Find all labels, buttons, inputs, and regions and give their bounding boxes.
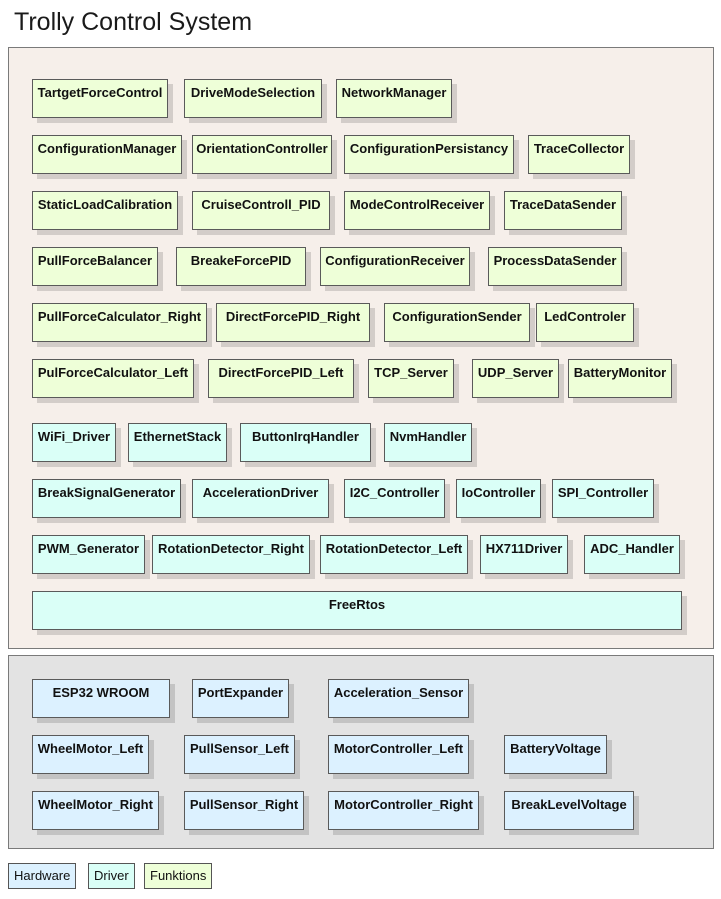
- component-configurationsender: ConfigurationSender: [384, 303, 530, 342]
- driver-rotationdetector-left: RotationDetector_Left: [320, 535, 468, 574]
- component-tcp-server: TCP_Server: [368, 359, 454, 398]
- component-tracecollector: TraceCollector: [528, 135, 630, 174]
- driver-nvmhandler: NvmHandler: [384, 423, 472, 462]
- component-networkmanager: NetworkManager: [336, 79, 452, 118]
- component-staticloadcalibration: StaticLoadCalibration: [32, 191, 178, 230]
- driver-freertos: FreeRtos: [32, 591, 682, 630]
- driver-ethernetstack: EthernetStack: [128, 423, 227, 462]
- component-udp-server: UDP_Server: [472, 359, 559, 398]
- hardware-batteryvoltage: BatteryVoltage: [504, 735, 607, 774]
- diagram-title: Trolly Control System: [14, 8, 253, 36]
- driver-spi-controller: SPI_Controller: [552, 479, 654, 518]
- driver-rotationdetector-right: RotationDetector_Right: [152, 535, 310, 574]
- hardware-pullsensor-right: PullSensor_Right: [184, 791, 304, 830]
- driver-wifi-driver: WiFi_Driver: [32, 423, 116, 462]
- component-configurationreceiver: ConfigurationReceiver: [320, 247, 470, 286]
- driver-accelerationdriver: AccelerationDriver: [192, 479, 329, 518]
- legend-funktions: Funktions: [144, 863, 212, 889]
- driver-pwm-generator: PWM_Generator: [32, 535, 145, 574]
- component-directforcepid-left: DirectForcePID_Left: [208, 359, 354, 398]
- component-configurationpersistancy: ConfigurationPersistancy: [344, 135, 514, 174]
- component-modecontrolreceiver: ModeControlReceiver: [344, 191, 490, 230]
- hardware-wheelmotor-left: WheelMotor_Left: [32, 735, 149, 774]
- component-pullforcebalancer: PullForceBalancer: [32, 247, 158, 286]
- hardware-motorcontroller-left: MotorController_Left: [328, 735, 469, 774]
- component-cruisecontroll-pid: CruiseControll_PID: [192, 191, 330, 230]
- component-tracedatasender: TraceDataSender: [504, 191, 622, 230]
- hardware-wheelmotor-right: WheelMotor_Right: [32, 791, 159, 830]
- hardware-acceleration-sensor: Acceleration_Sensor: [328, 679, 469, 718]
- legend-driver: Driver: [88, 863, 135, 889]
- component-ledcontroler: LedControler: [536, 303, 634, 342]
- component-pullforcecalculator-right: PullForceCalculator_Right: [32, 303, 207, 342]
- component-batterymonitor: BatteryMonitor: [568, 359, 672, 398]
- component-configurationmanager: ConfigurationManager: [32, 135, 182, 174]
- hardware-pullsensor-left: PullSensor_Left: [184, 735, 295, 774]
- hardware-portexpander: PortExpander: [192, 679, 289, 718]
- component-drivemodeselection: DriveModeSelection: [184, 79, 322, 118]
- component-breakeforcepid: BreakeForcePID: [176, 247, 306, 286]
- component-orientationcontroller: OrientationController: [192, 135, 332, 174]
- hardware-esp32-wroom: ESP32 WROOM: [32, 679, 170, 718]
- component-pulforcecalculator-left: PulForceCalculator_Left: [32, 359, 194, 398]
- driver-breaksignalgenerator: BreakSignalGenerator: [32, 479, 181, 518]
- component-directforcepid-right: DirectForcePID_Right: [216, 303, 370, 342]
- driver-hx711driver: HX711Driver: [480, 535, 568, 574]
- driver-adc-handler: ADC_Handler: [584, 535, 680, 574]
- component-tartgetforcecontrol: TartgetForceControl: [32, 79, 168, 118]
- hardware-breaklevelvoltage: BreakLevelVoltage: [504, 791, 634, 830]
- driver-i2c-controller: I2C_Controller: [344, 479, 445, 518]
- legend-hardware: Hardware: [8, 863, 76, 889]
- hardware-motorcontroller-right: MotorController_Right: [328, 791, 479, 830]
- driver-buttonirqhandler: ButtonIrqHandler: [240, 423, 371, 462]
- driver-iocontroller: IoController: [456, 479, 541, 518]
- component-processdatasender: ProcessDataSender: [488, 247, 622, 286]
